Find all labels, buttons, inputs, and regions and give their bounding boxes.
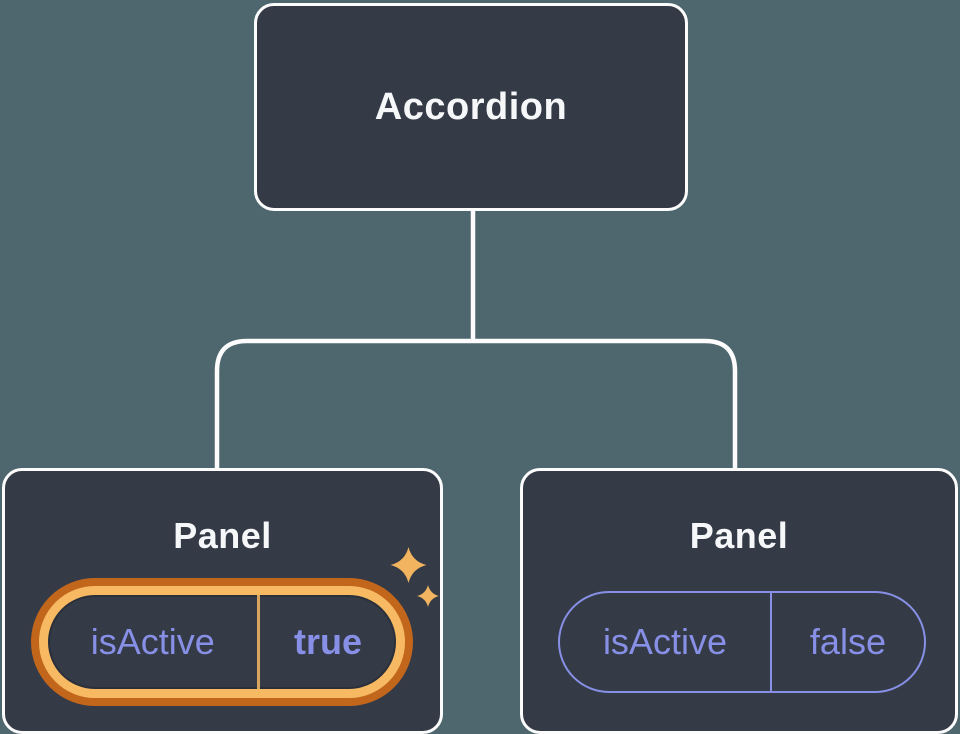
state-key-label: isActive — [602, 621, 727, 662]
state-key-label: isActive — [90, 621, 215, 662]
state-pill-divider — [257, 595, 260, 689]
sparkles-icon — [390, 547, 439, 607]
panel-node-inactive: Panel isActive false — [520, 468, 958, 734]
state-pill-divider — [769, 593, 772, 691]
panel-node-active: Panel isActive true — [2, 468, 443, 734]
accordion-node-label: Accordion — [374, 85, 568, 128]
panel-node-label: Panel — [173, 515, 272, 556]
accordion-node: Accordion — [254, 3, 688, 211]
state-pill-inactive: isActive false — [558, 591, 926, 693]
state-pill-active: isActive true — [31, 578, 413, 706]
panel-node-label: Panel — [689, 515, 789, 556]
state-value-label: true — [293, 621, 362, 662]
state-value-label: false — [809, 621, 886, 662]
